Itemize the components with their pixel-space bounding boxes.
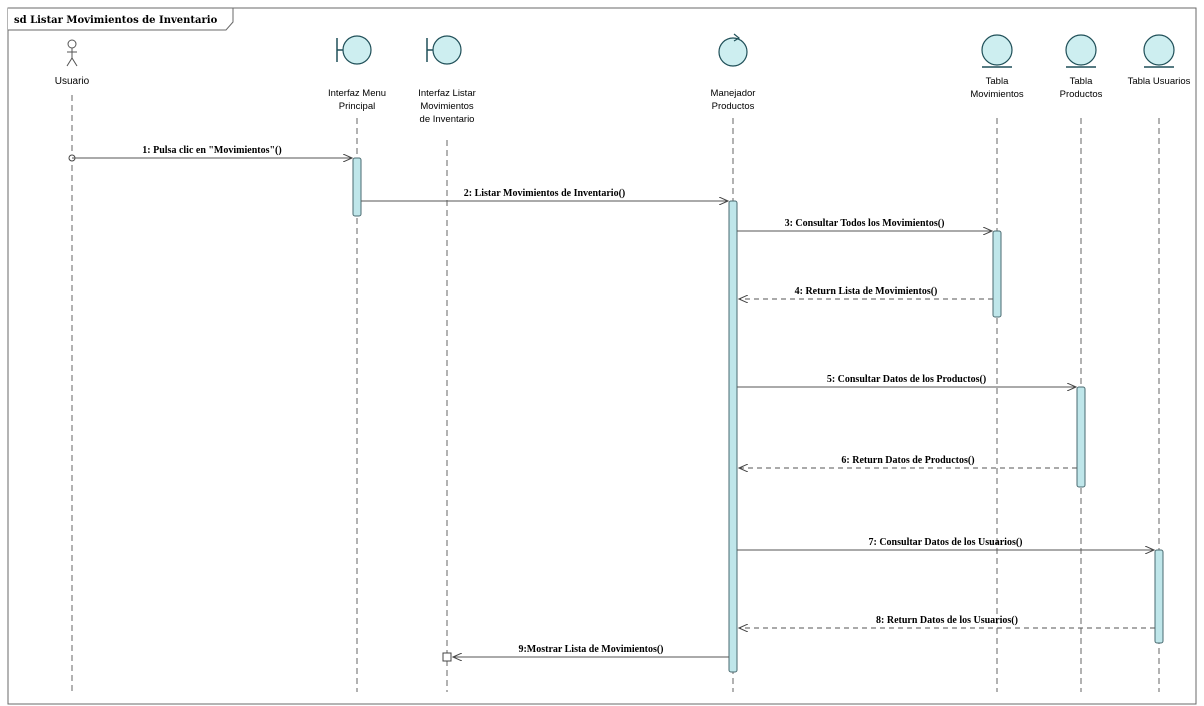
lifeline-label: Tabla Usuarios <box>1128 76 1191 87</box>
activation-bar-menu <box>352 157 362 217</box>
message-5: 5: Consultar Datos de los Productos() <box>737 374 1076 387</box>
message-9: 9:Mostrar Lista de Movimientos() <box>453 644 729 657</box>
message-6: 6: Return Datos de Productos() <box>739 455 1077 468</box>
control-icon <box>718 33 748 67</box>
activation-bar-movs <box>992 230 1002 318</box>
entity-icon <box>1143 34 1175 68</box>
lifeline-label: de Inventario <box>420 114 475 125</box>
activation-bar-users <box>1154 549 1164 644</box>
message-7: 7: Consultar Datos de los Usuarios() <box>737 537 1154 550</box>
frame-title: sd Listar Movimientos de Inventario <box>14 15 218 26</box>
activation-bar-manejador <box>728 200 738 673</box>
lifeline-label: Movimientos <box>970 89 1024 100</box>
lifeline-usuario: Usuario <box>55 39 90 692</box>
message-label: 6: Return Datos de Productos() <box>841 455 974 466</box>
lifeline-label: Tabla <box>986 76 1009 87</box>
lifeline-label: Tabla <box>1070 76 1093 87</box>
lifeline-label: Productos <box>712 101 755 112</box>
actor-icon <box>66 39 78 67</box>
lifeline-label: Principal <box>339 101 375 112</box>
message-label: 7: Consultar Datos de los Usuarios() <box>869 537 1023 548</box>
message-1: 1: Pulsa clic en "Movimientos"() <box>72 145 352 158</box>
lifeline-label: Interfaz Menu <box>328 88 386 99</box>
frame-title-tab <box>8 7 234 31</box>
message-label: 8: Return Datos de los Usuarios() <box>876 615 1018 626</box>
diagram-frame <box>7 7 1197 705</box>
message-label: 2: Listar Movimientos de Inventario() <box>464 188 625 199</box>
message-label: 3: Consultar Todos los Movimientos() <box>785 218 945 229</box>
message-label: 4: Return Lista de Movimientos() <box>795 286 938 297</box>
message-end-marker <box>442 652 452 662</box>
activation-bar-prods <box>1076 386 1086 488</box>
lifeline-label: Usuario <box>55 76 90 87</box>
entity-icon <box>981 34 1013 68</box>
entity-icon <box>1065 34 1097 68</box>
lifeline-users: Tabla Usuarios <box>1128 34 1191 692</box>
message-2: 2: Listar Movimientos de Inventario() <box>361 188 728 201</box>
boundary-icon <box>426 35 462 65</box>
message-8: 8: Return Datos de los Usuarios() <box>739 615 1155 628</box>
lifeline-label: Movimientos <box>420 101 474 112</box>
lifeline-label: Productos <box>1060 89 1103 100</box>
message-4: 4: Return Lista de Movimientos() <box>739 286 993 299</box>
lifeline-label: Interfaz Listar <box>418 88 476 99</box>
message-label: 1: Pulsa clic en "Movimientos"() <box>142 145 281 156</box>
message-label: 5: Consultar Datos de los Productos() <box>827 374 986 385</box>
boundary-icon <box>336 35 372 65</box>
lifeline-label: Manejador <box>711 88 756 99</box>
message-label: 9:Mostrar Lista de Movimientos() <box>518 644 663 655</box>
message-3: 3: Consultar Todos los Movimientos() <box>737 218 992 231</box>
